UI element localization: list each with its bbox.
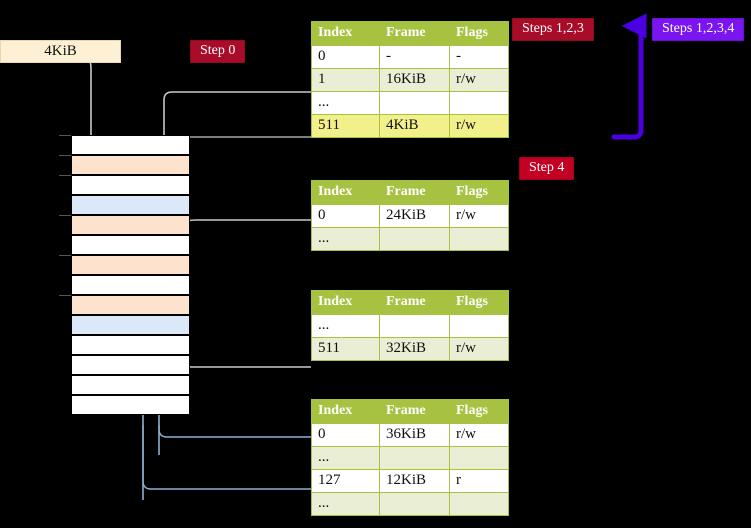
table-cell: 12KiB [379, 469, 450, 493]
badge-step-4: Step 4 [519, 157, 575, 180]
table-cell [449, 91, 509, 115]
table-cell: - [379, 45, 450, 69]
memory-row [71, 135, 190, 155]
table-header-cell: Flags [449, 180, 509, 205]
table-header-cell: Index [311, 290, 380, 315]
memory-tick [59, 175, 71, 176]
memory-tick [59, 155, 71, 156]
table-cell [379, 446, 450, 470]
table-header-cell: Frame [379, 399, 450, 424]
connector-table3-row0 [158, 425, 311, 438]
memory-row [71, 275, 190, 295]
memory-row [71, 355, 190, 375]
table-cell: ... [311, 227, 380, 251]
arrow-memory-row1-to-row4 [174, 139, 188, 171]
memory-row [71, 235, 190, 255]
table-cell: 36KiB [379, 423, 450, 447]
table-cell: 16KiB [379, 68, 450, 92]
memory-tick [59, 135, 71, 136]
memory-row [71, 395, 190, 415]
table-cell: ... [311, 492, 380, 516]
table-cell [449, 314, 509, 338]
table-cell: r/w [449, 423, 509, 447]
table-header-cell: Frame [379, 180, 450, 205]
table-cell: r/w [449, 114, 509, 138]
arrow-memory-to-row8-up [172, 311, 311, 368]
badge-step-0: Step 0 [190, 40, 246, 63]
table-cell: r/w [449, 204, 509, 228]
table-cell: 1 [311, 68, 380, 92]
memory-column [71, 135, 190, 415]
memory-tick [59, 215, 71, 216]
size-box-label: 4KiB [44, 43, 77, 59]
table-header-cell: Index [311, 180, 380, 205]
table-cell [449, 492, 509, 516]
table-cell: r [449, 469, 509, 493]
memory-tick [59, 255, 71, 256]
table-cell: 0 [311, 204, 380, 228]
table-header-cell: Flags [449, 290, 509, 315]
connector-table3-row127 [142, 425, 311, 490]
table-cell: 0 [311, 45, 380, 69]
arrow-memory-row4-to-row6 [172, 219, 311, 261]
badge-steps-1-2-3: Steps 1,2,3 [512, 18, 594, 41]
table-cell [449, 227, 509, 251]
table-cell: ... [311, 91, 380, 115]
size-box-4kib: 4KiB [0, 40, 121, 63]
table-cell [449, 446, 509, 470]
table-header-cell: Frame [379, 290, 450, 315]
table-row: ... [311, 446, 509, 470]
table-cell: 32KiB [379, 337, 450, 361]
memory-row [71, 155, 190, 175]
table-cell: 4KiB [379, 114, 450, 138]
table-cell: 0 [311, 423, 380, 447]
table-header-cell: Flags [449, 399, 509, 424]
memory-row [71, 315, 190, 335]
table-cell [379, 492, 450, 516]
table-row: ... [311, 227, 509, 251]
table-cell: ... [311, 314, 380, 338]
memory-tick [59, 295, 71, 296]
memory-row [71, 215, 190, 235]
memory-row [71, 375, 190, 395]
table-header-cell: Index [311, 21, 380, 46]
table-cell: - [449, 45, 509, 69]
table-header-cell: Frame [379, 21, 450, 46]
table-cell [379, 91, 450, 115]
memory-row [71, 255, 190, 275]
table-cell: ... [311, 446, 380, 470]
table-row: ... [311, 91, 509, 115]
table-cell: 511 [311, 337, 380, 361]
memory-row [71, 195, 190, 215]
memory-row [71, 175, 190, 195]
table-row: 0-- [311, 45, 509, 69]
table-row: ... [311, 314, 509, 338]
memory-row [71, 295, 190, 315]
table-header-cell: Index [311, 399, 380, 424]
table-cell [379, 314, 450, 338]
table-cell [379, 227, 450, 251]
table-header-cell: Flags [449, 21, 509, 46]
table-row: ... [311, 492, 509, 516]
table-cell: 511 [311, 114, 380, 138]
memory-row [71, 335, 190, 355]
table-cell: 24KiB [379, 204, 450, 228]
badge-steps-1-2-3-4: Steps 1,2,3,4 [652, 18, 745, 41]
table-cell: 127 [311, 469, 380, 493]
table-cell: r/w [449, 68, 509, 92]
table-cell: r/w [449, 337, 509, 361]
